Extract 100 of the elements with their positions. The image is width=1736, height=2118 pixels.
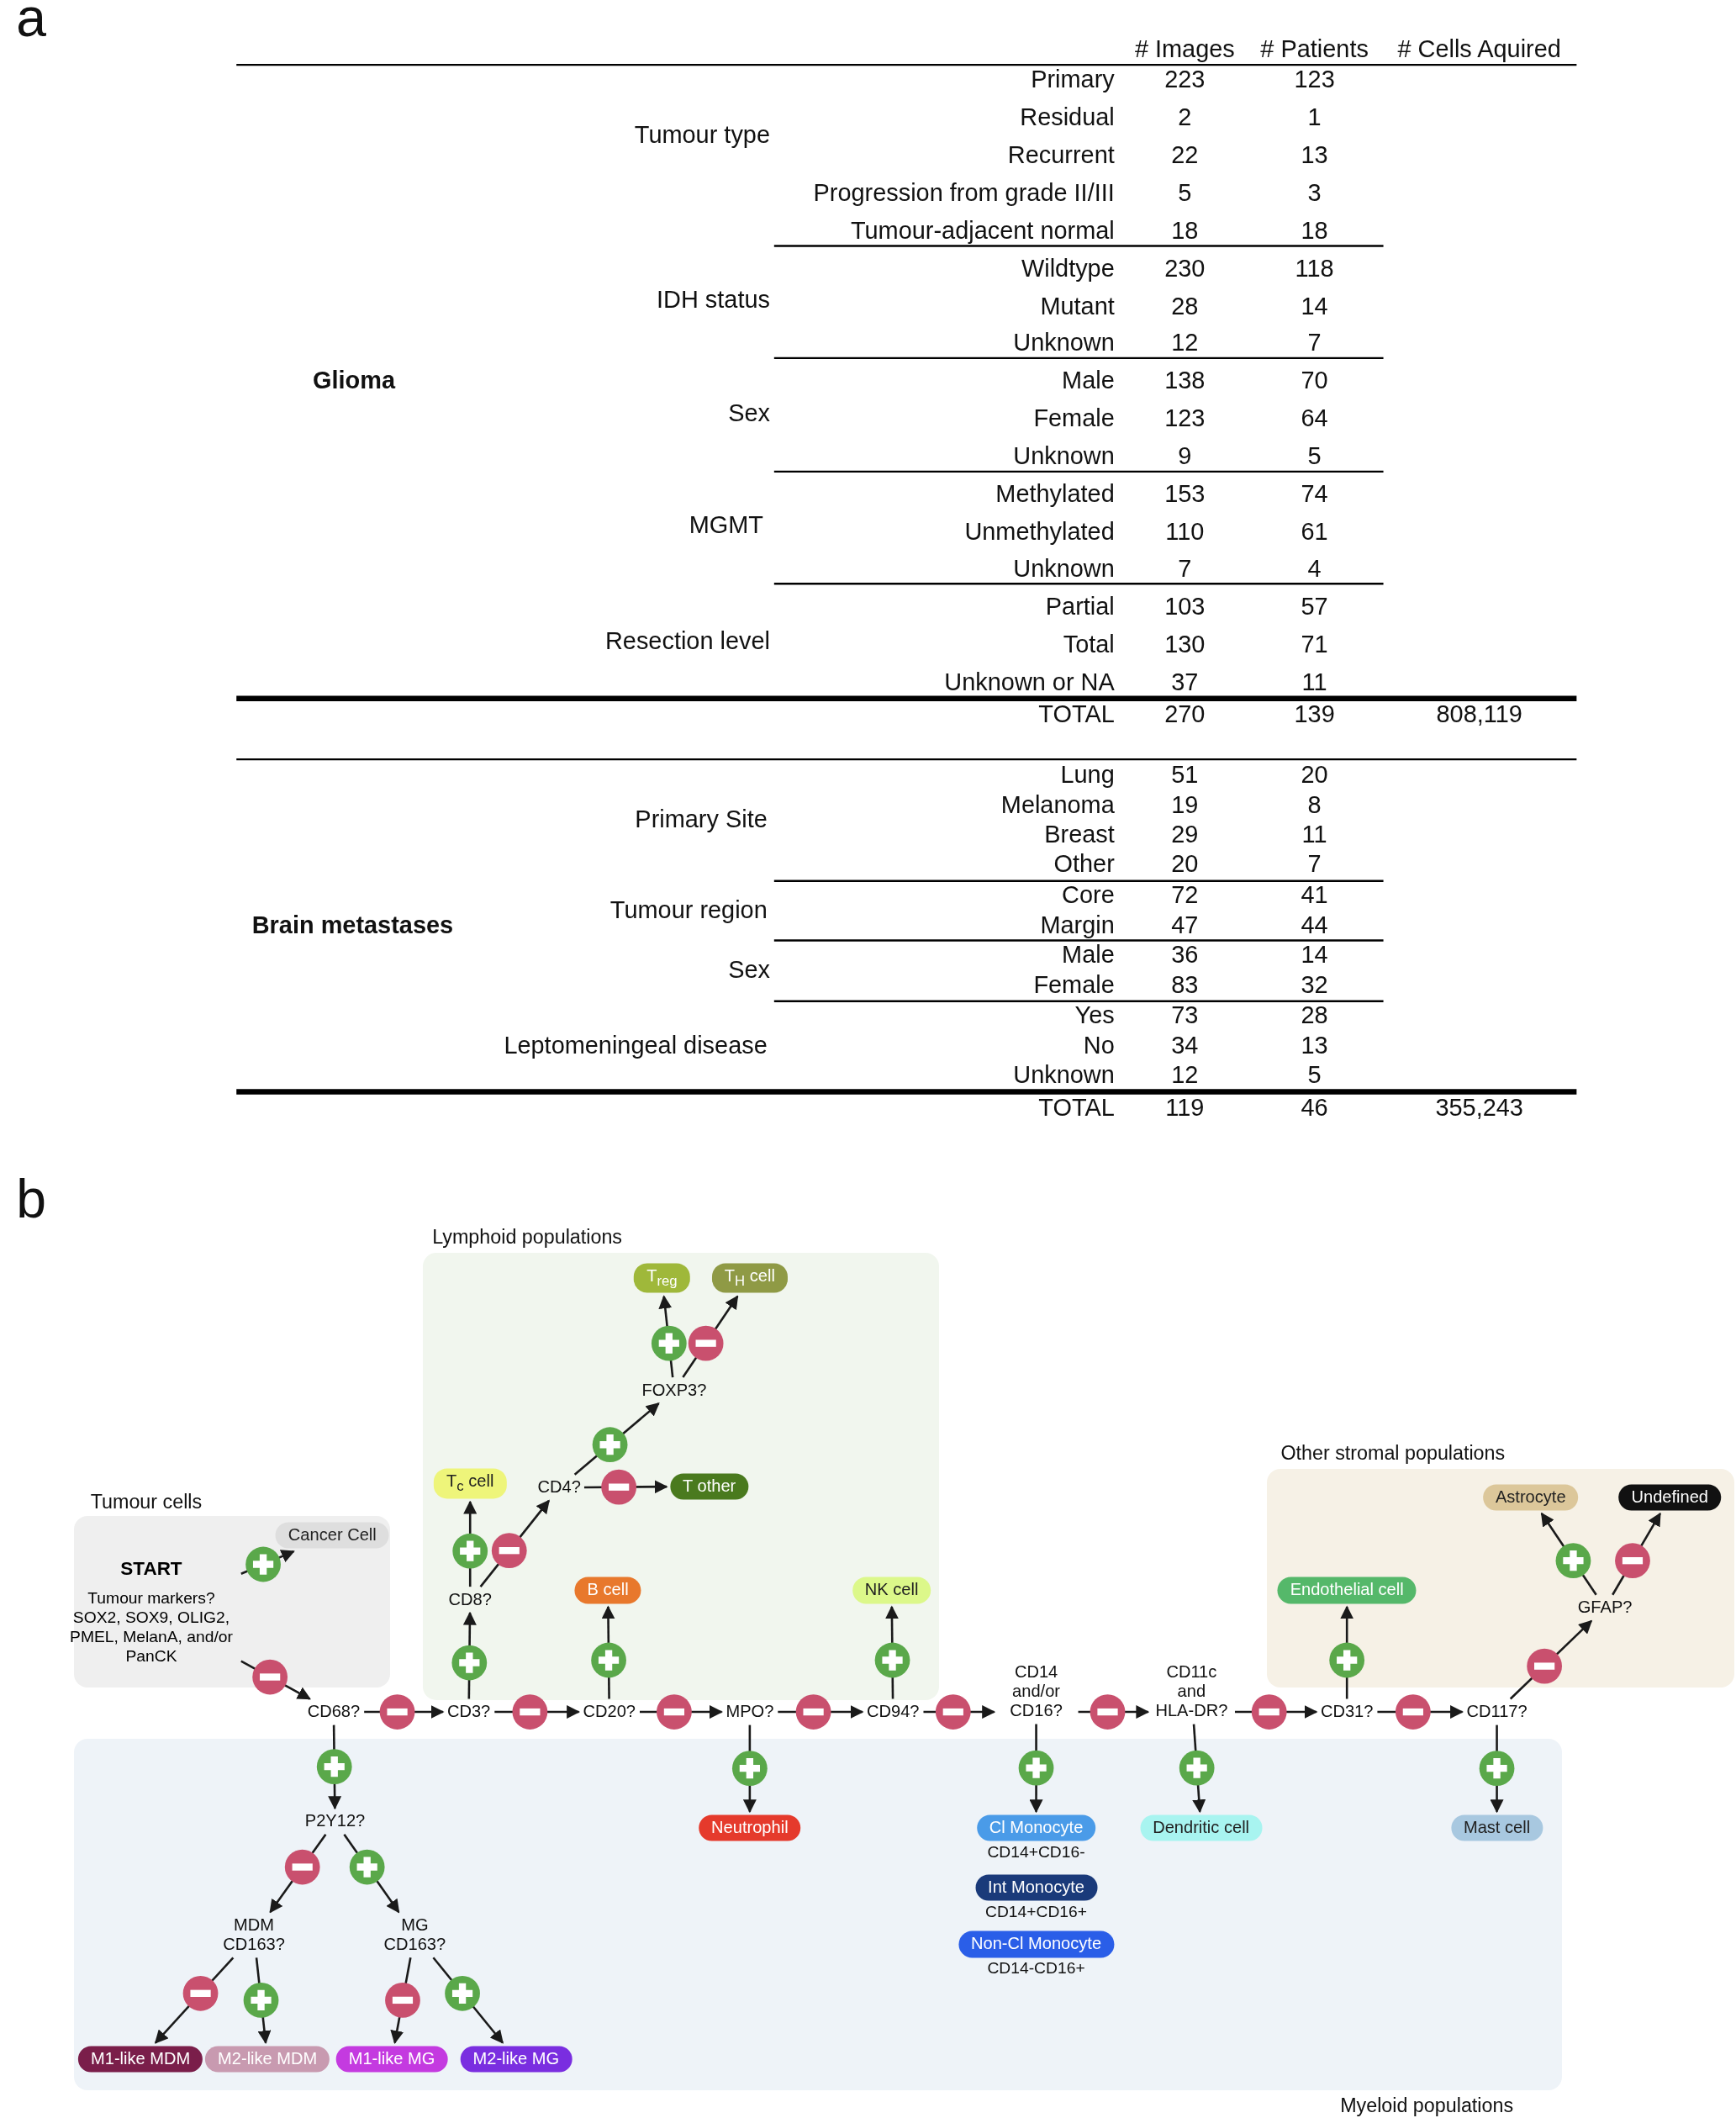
row-label: Primary [1031,66,1115,94]
count-value: 64 [1301,404,1328,433]
cell-type-pill: Int Monocyte [975,1874,1097,1901]
row-label: Tumour-adjacent normal [850,217,1115,246]
question-text: CD68? [307,1702,361,1722]
category-label: Sex [728,399,770,428]
question-text: CD31? [1320,1702,1374,1722]
question-text: GFAP? [1577,1598,1633,1618]
count-value: 47 [1171,911,1199,940]
count-value: 20 [1171,850,1199,879]
column-header: # Cells Aquired [1397,35,1561,65]
row-label: Unknown [1013,554,1115,584]
cell-type-pill: Endothelial cell [1277,1577,1417,1603]
count-value: 11 [1301,821,1327,849]
category-label: MGMT [689,511,763,540]
count-value: 83 [1171,970,1199,1000]
row-label: Yes [1074,1001,1115,1031]
row-label: Recurrent [1007,141,1115,170]
count-value: 36 [1171,941,1199,969]
count-value: 51 [1171,761,1199,790]
count-value: 37 [1171,668,1199,697]
count-value: 110 [1165,518,1205,547]
count-value: 13 [1301,141,1328,170]
count-value: 7 [1307,850,1322,879]
count-value: 20 [1301,761,1328,790]
count-value: 223 [1164,66,1206,94]
count-value: 19 [1171,791,1199,820]
count-value: 9 [1178,442,1192,471]
panel-letter: b [16,1169,47,1231]
row-label: Female [1033,404,1115,433]
count-value: 22 [1171,141,1199,170]
count-value: 1 [1307,103,1322,132]
count-value: 34 [1171,1032,1199,1060]
count-value: 32 [1301,970,1328,1000]
category-label: Leptomeningeal disease [504,1032,768,1060]
row-label: TOTAL [1038,1094,1115,1122]
row-label: Core [1062,881,1115,911]
cell-type-pill: Cl Monocyte [976,1814,1096,1841]
row-label: Melanoma [1000,791,1115,820]
cell-type-pill: Cancer Cell [275,1522,389,1549]
row-label: Unknown [1013,329,1115,357]
group-label: Brain metastases [251,911,454,940]
cell-type-pill: M1-like MG [335,2046,448,2073]
cell-type-pill: T$_{H}$ cell [711,1263,788,1293]
row-label: TOTAL [1038,700,1115,729]
question-text: CD94? [866,1702,920,1722]
group-title: Myeloid populations [1340,2094,1514,2117]
count-value: 119 [1165,1094,1205,1122]
question-text: CD8? [448,1590,492,1610]
question-text: CD3? [446,1702,491,1722]
count-value: 74 [1301,480,1328,509]
count-value: 70 [1301,367,1328,395]
cell-type-pill: T$_{reg}$ [634,1263,690,1293]
count-value: 11 [1301,668,1327,697]
cell-type-pill: T other [670,1473,749,1500]
cell-type-pill: Mast cell [1450,1814,1543,1841]
count-value: 2 [1178,103,1192,132]
row-label: Male [1062,367,1115,395]
count-value: 139 [1294,700,1335,729]
cell-type-pill: Undefined [1618,1484,1721,1511]
question-text: MDM CD163? [219,1915,288,1955]
marker-label: CD14-CD16+ [987,1959,1085,1978]
count-value: 123 [1164,404,1206,433]
count-value: 5 [1307,1061,1322,1090]
question-text: CD14 and/or CD16? [998,1662,1074,1721]
group-title: Tumour cells [90,1490,203,1513]
count-value: 230 [1164,255,1206,283]
category-label: Primary Site [635,805,768,835]
cell-type-pill: M2-like MG [460,2046,573,2073]
count-value: 72 [1171,881,1199,911]
cell-type-pill: M1-like MDM [78,2046,203,2073]
row-label: Male [1062,941,1115,969]
panel-letter: a [16,0,47,50]
count-value: 7 [1178,554,1192,584]
count-value: 28 [1171,293,1199,321]
count-value: 44 [1301,911,1328,940]
question-text: CD20? [583,1702,636,1722]
column-header: # Images [1134,35,1235,65]
category-label: Resection level [604,627,770,656]
row-label: Breast [1044,821,1115,849]
row-label: Total [1063,630,1115,659]
question-text: CD11c and HLA-DR? [1152,1662,1231,1721]
count-value: 73 [1171,1001,1199,1031]
question-text: MG CD163? [381,1915,449,1955]
row-label: Other [1053,850,1115,879]
category-label: Tumour region [609,896,768,925]
marker-label: CD14+CD16+ [985,1902,1088,1921]
count-value: 61 [1301,518,1328,547]
row-label: Unmethylated [964,518,1115,547]
column-header: # Patients [1260,35,1369,65]
count-value: 103 [1164,592,1206,621]
cell-type-pill: B cell [574,1577,641,1603]
cell-type-pill: Neutrophil [699,1814,801,1841]
category-label: Sex [728,956,770,985]
count-value: 41 [1301,881,1328,911]
count-value: 14 [1301,941,1328,969]
row-label: Methylated [995,480,1115,509]
group-title: Lymphoid populations [432,1225,622,1249]
row-label: Unknown [1013,442,1115,471]
count-value: 5 [1307,442,1322,471]
